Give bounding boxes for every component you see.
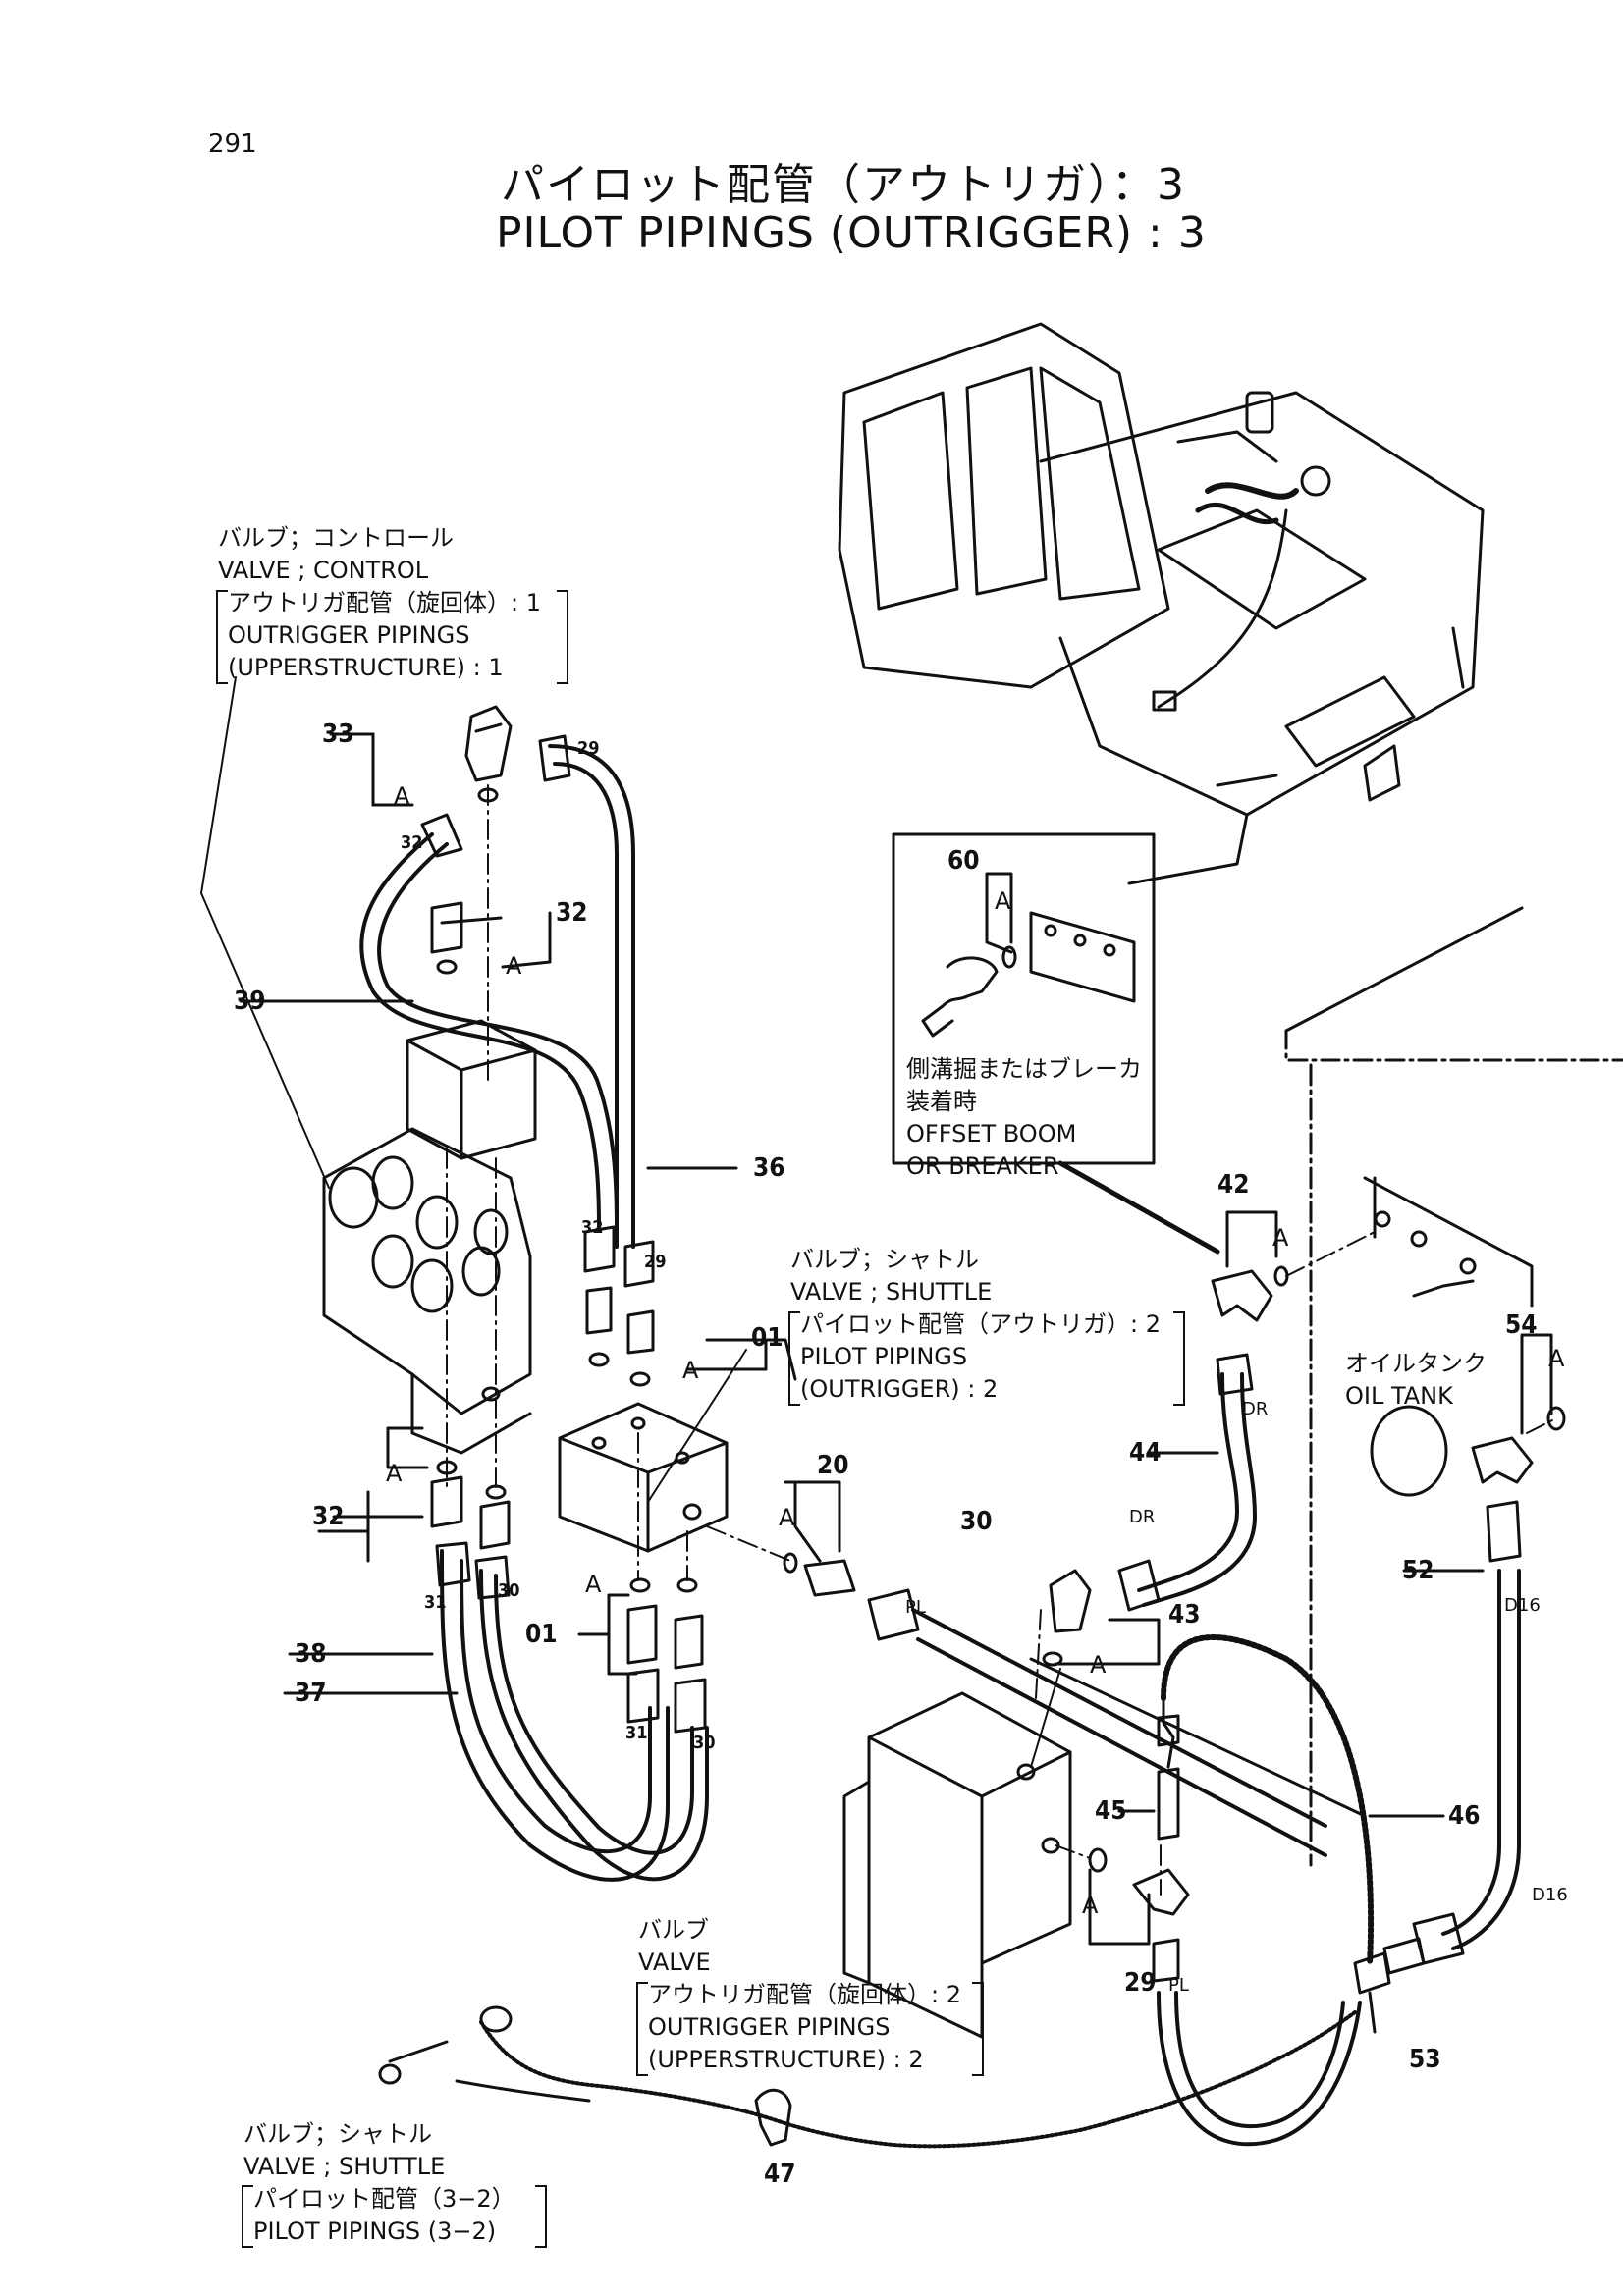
callout-53: 53	[1409, 2045, 1441, 2074]
bracket-left	[242, 2185, 253, 2248]
note-line: アウトリガ配管（旋回体）: 1	[228, 589, 541, 616]
detail-letter-a: A	[386, 1460, 403, 1487]
callout-33: 33	[322, 720, 354, 749]
callout-31: 31	[625, 1723, 648, 1743]
note-line: (OUTRIGGER) : 2	[800, 1375, 999, 1403]
note-line: VALVE ; SHUTTLE	[790, 1278, 993, 1306]
note-line: (UPPERSTRUCTURE) : 1	[228, 654, 504, 681]
note-line: PILOT PIPINGS (3−2)	[253, 2217, 497, 2245]
note-line: バルブ；コントロール	[218, 524, 454, 552]
callout-29: 29	[644, 1252, 667, 1272]
shuttle-valve-block	[558, 1402, 729, 1553]
callout-37: 37	[295, 1679, 327, 1708]
detail-letter-a: A	[1090, 1651, 1107, 1679]
port-label-dr: DR	[1129, 1507, 1156, 1527]
note-line: VALVE ; CONTROL	[218, 557, 429, 584]
detail-letter-a: A	[995, 887, 1011, 915]
note-line: パイロット配管（アウトリガ）: 2	[800, 1310, 1161, 1338]
detail-letter-a: A	[1548, 1345, 1565, 1372]
callout-46: 46	[1448, 1801, 1481, 1831]
port-label-d16: D16	[1504, 1595, 1541, 1616]
callout-60: 60	[947, 846, 980, 876]
note-line: 側溝掘またはブレーカ	[906, 1055, 1142, 1083]
detail-letter-a: A	[506, 952, 522, 980]
bracket-left	[636, 1982, 648, 2076]
detail-letter-a: A	[682, 1357, 699, 1384]
offset-boom-inset	[892, 832, 1156, 1165]
bracket-right	[535, 2185, 547, 2248]
note-line: OUTRIGGER PIPINGS	[648, 2013, 891, 2041]
callout-43: 43	[1168, 1600, 1201, 1629]
note-line: 装着時	[906, 1088, 977, 1115]
note-line: パイロット配管（3−2）	[253, 2185, 515, 2213]
note-valve-upper-2: バルブ VALVE アウトリガ配管（旋回体）: 2 OUTRIGGER PIPI…	[638, 1914, 961, 2076]
callout-32: 32	[556, 898, 588, 928]
page-title-en: PILOT PIPINGS (OUTRIGGER) : 3	[496, 208, 1207, 258]
port-label-d16: D16	[1532, 1885, 1568, 1905]
note-line: VALVE ; SHUTTLE	[243, 2153, 446, 2180]
note-line: OR BREAKER	[906, 1152, 1059, 1180]
port-label-pl: PL	[1168, 1975, 1189, 1996]
callout-32: 32	[401, 832, 423, 853]
callout-01: 01	[751, 1323, 784, 1353]
port-label-dr: DR	[1242, 1399, 1269, 1419]
page-number: 291	[208, 130, 257, 159]
detail-letter-a: A	[1082, 1892, 1099, 1919]
callout-01: 01	[525, 1620, 558, 1649]
callout-30: 30	[498, 1580, 520, 1601]
note-oil-tank: オイルタンク OIL TANK	[1345, 1348, 1487, 1413]
callout-54: 54	[1505, 1310, 1538, 1340]
detail-letter-a: A	[585, 1571, 602, 1598]
detail-letter-a: A	[779, 1504, 795, 1531]
note-line: (UPPERSTRUCTURE) : 2	[648, 2046, 924, 2073]
callout-32: 32	[581, 1217, 604, 1238]
valve-block-lower	[842, 1691, 1108, 2039]
note-line: VALVE	[638, 1949, 711, 1976]
callout-39: 39	[234, 987, 266, 1016]
callout-32: 32	[312, 1502, 345, 1531]
note-line: OUTRIGGER PIPINGS	[228, 621, 470, 649]
callout-29: 29	[1124, 1968, 1157, 1998]
callout-30: 30	[960, 1507, 993, 1536]
callout-42: 42	[1217, 1170, 1250, 1200]
callout-44: 44	[1129, 1438, 1162, 1468]
page-title-jp: パイロット配管（アウトリガ）：3	[501, 160, 1186, 210]
note-line: OIL TANK	[1345, 1382, 1453, 1410]
detail-letter-a: A	[1272, 1224, 1289, 1252]
note-line: アウトリガ配管（旋回体）: 2	[648, 1981, 961, 2008]
note-line: バルブ；シャトル	[790, 1246, 979, 1273]
bracket-left	[216, 590, 228, 684]
excavator-illustration	[838, 322, 1485, 885]
callout-29: 29	[577, 738, 600, 759]
callout-47: 47	[764, 2160, 796, 2189]
note-control-valve: バルブ；コントロール VALVE ; CONTROL アウトリガ配管（旋回体）:…	[218, 522, 541, 684]
port-label-pl: PL	[905, 1597, 926, 1618]
bracket-right	[972, 1982, 984, 2076]
control-valve-body	[322, 1019, 537, 1455]
callout-20: 20	[817, 1451, 849, 1480]
callout-45: 45	[1095, 1796, 1127, 1826]
note-line: バルブ	[638, 1916, 709, 1944]
callout-31: 31	[424, 1592, 447, 1613]
callout-36: 36	[753, 1153, 785, 1183]
bracket-left	[788, 1311, 800, 1406]
note-shuttle-valve-3-2: バルブ；シャトル VALVE ; SHUTTLE パイロット配管（3−2） PI…	[243, 2118, 515, 2248]
callout-30: 30	[693, 1733, 716, 1753]
note-line: オイルタンク	[1345, 1350, 1487, 1377]
note-line: バルブ；シャトル	[243, 2120, 432, 2148]
note-line: OFFSET BOOM	[906, 1120, 1077, 1148]
note-line: PILOT PIPINGS	[800, 1343, 968, 1370]
callout-38: 38	[295, 1639, 327, 1669]
callout-52: 52	[1402, 1556, 1434, 1585]
bracket-right	[557, 590, 568, 684]
note-offset-boom: 側溝掘またはブレーカ 装着時 OFFSET BOOM OR BREAKER	[906, 1053, 1142, 1183]
bracket-right	[1173, 1311, 1185, 1406]
note-shuttle-valve-2: バルブ；シャトル VALVE ; SHUTTLE パイロット配管（アウトリガ）:…	[790, 1244, 1161, 1406]
detail-letter-a: A	[394, 782, 410, 810]
